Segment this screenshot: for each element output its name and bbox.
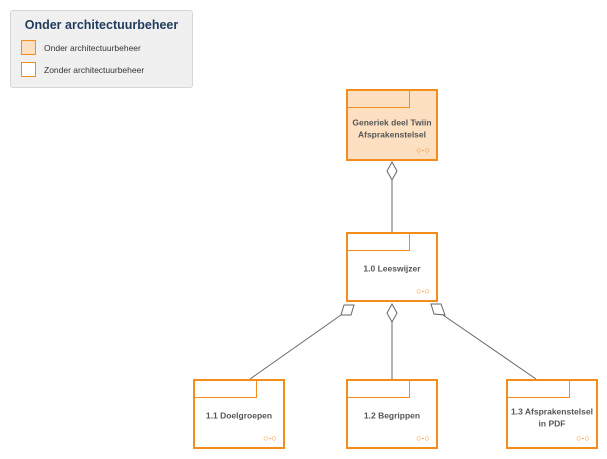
node-tab bbox=[348, 91, 410, 108]
connector-line bbox=[249, 314, 342, 380]
node-label: 1.2 Begrippen bbox=[363, 410, 421, 421]
node-tab bbox=[348, 381, 410, 398]
aggregation-diamond bbox=[386, 160, 398, 182]
node-tab bbox=[348, 234, 410, 251]
legend-item-unmanaged: Zonder architectuurbeheer bbox=[21, 62, 144, 77]
node-tab bbox=[195, 381, 257, 398]
node-label: 1.3 Afsprakenstelsel in PDF bbox=[511, 406, 593, 429]
aggregation-diamond bbox=[340, 304, 355, 316]
connector-line bbox=[442, 314, 537, 380]
node-begrippen[interactable]: 1.2 Begrippen ○-○ bbox=[346, 379, 438, 449]
link-icon[interactable]: ○-○ bbox=[416, 433, 430, 443]
legend-item-label: Onder architectuurbeheer bbox=[44, 42, 141, 53]
node-label: Generiek deel Twiin Afsprakenstelsel bbox=[352, 117, 432, 140]
link-icon[interactable]: ○-○ bbox=[416, 145, 430, 155]
node-doelgroepen[interactable]: 1.1 Doelgroepen ○-○ bbox=[193, 379, 285, 449]
legend-panel: Onder architectuurbeheer Onder architect… bbox=[10, 10, 193, 88]
legend-item-label: Zonder architectuurbeheer bbox=[44, 64, 145, 75]
link-icon[interactable]: ○-○ bbox=[416, 286, 430, 296]
node-label: 1.0 Leeswijzer bbox=[363, 263, 421, 274]
link-icon[interactable]: ○-○ bbox=[576, 433, 590, 443]
legend-swatch-managed bbox=[21, 40, 36, 55]
legend-item-managed: Onder architectuurbeheer bbox=[21, 40, 141, 55]
legend-swatch-unmanaged bbox=[21, 62, 36, 77]
node-generiek-deel-twiin[interactable]: Generiek deel Twiin Afsprakenstelsel ○-○ bbox=[346, 89, 438, 161]
node-leeswijzer[interactable]: 1.0 Leeswijzer ○-○ bbox=[346, 232, 438, 302]
node-label: 1.1 Doelgroepen bbox=[205, 410, 273, 421]
aggregation-diamond bbox=[430, 303, 446, 316]
node-afsprakenstelsel-pdf[interactable]: 1.3 Afsprakenstelsel in PDF ○-○ bbox=[506, 379, 598, 449]
aggregation-diamond bbox=[386, 302, 398, 324]
node-tab bbox=[508, 381, 570, 398]
legend-title: Onder architectuurbeheer bbox=[24, 18, 179, 32]
link-icon[interactable]: ○-○ bbox=[263, 433, 277, 443]
